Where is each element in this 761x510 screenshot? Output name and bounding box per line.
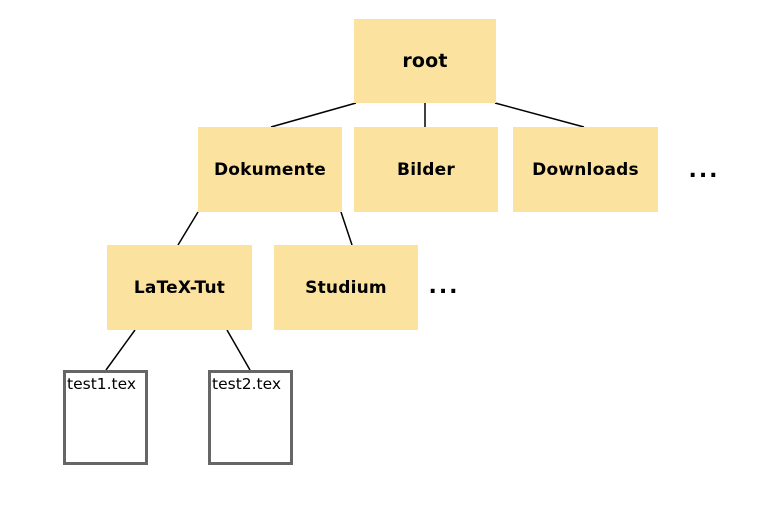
tree-node-root: root	[354, 19, 496, 103]
tree-node-dokumente: Dokumente	[198, 127, 342, 212]
edge-root-dokumente	[270, 102, 357, 128]
edge-root-downloads	[494, 102, 585, 128]
more-siblings-ellipsis-level3: ...	[428, 273, 460, 299]
tree-node-studium: Studium	[274, 245, 418, 330]
tree-node-bilder: Bilder	[354, 127, 498, 212]
tree-node-file-test2: test2.tex	[208, 370, 293, 465]
more-siblings-ellipsis-level2: ...	[688, 157, 720, 183]
edge-latextut-test1	[105, 329, 136, 371]
edge-latextut-test2	[226, 329, 251, 371]
tree-node-downloads: Downloads	[513, 127, 658, 212]
edge-dokumente-studium	[340, 211, 353, 246]
edge-dokumente-latextut	[177, 211, 199, 246]
tree-node-file-test1: test1.tex	[63, 370, 148, 465]
tree-node-latex-tut: LaTeX-Tut	[107, 245, 252, 330]
